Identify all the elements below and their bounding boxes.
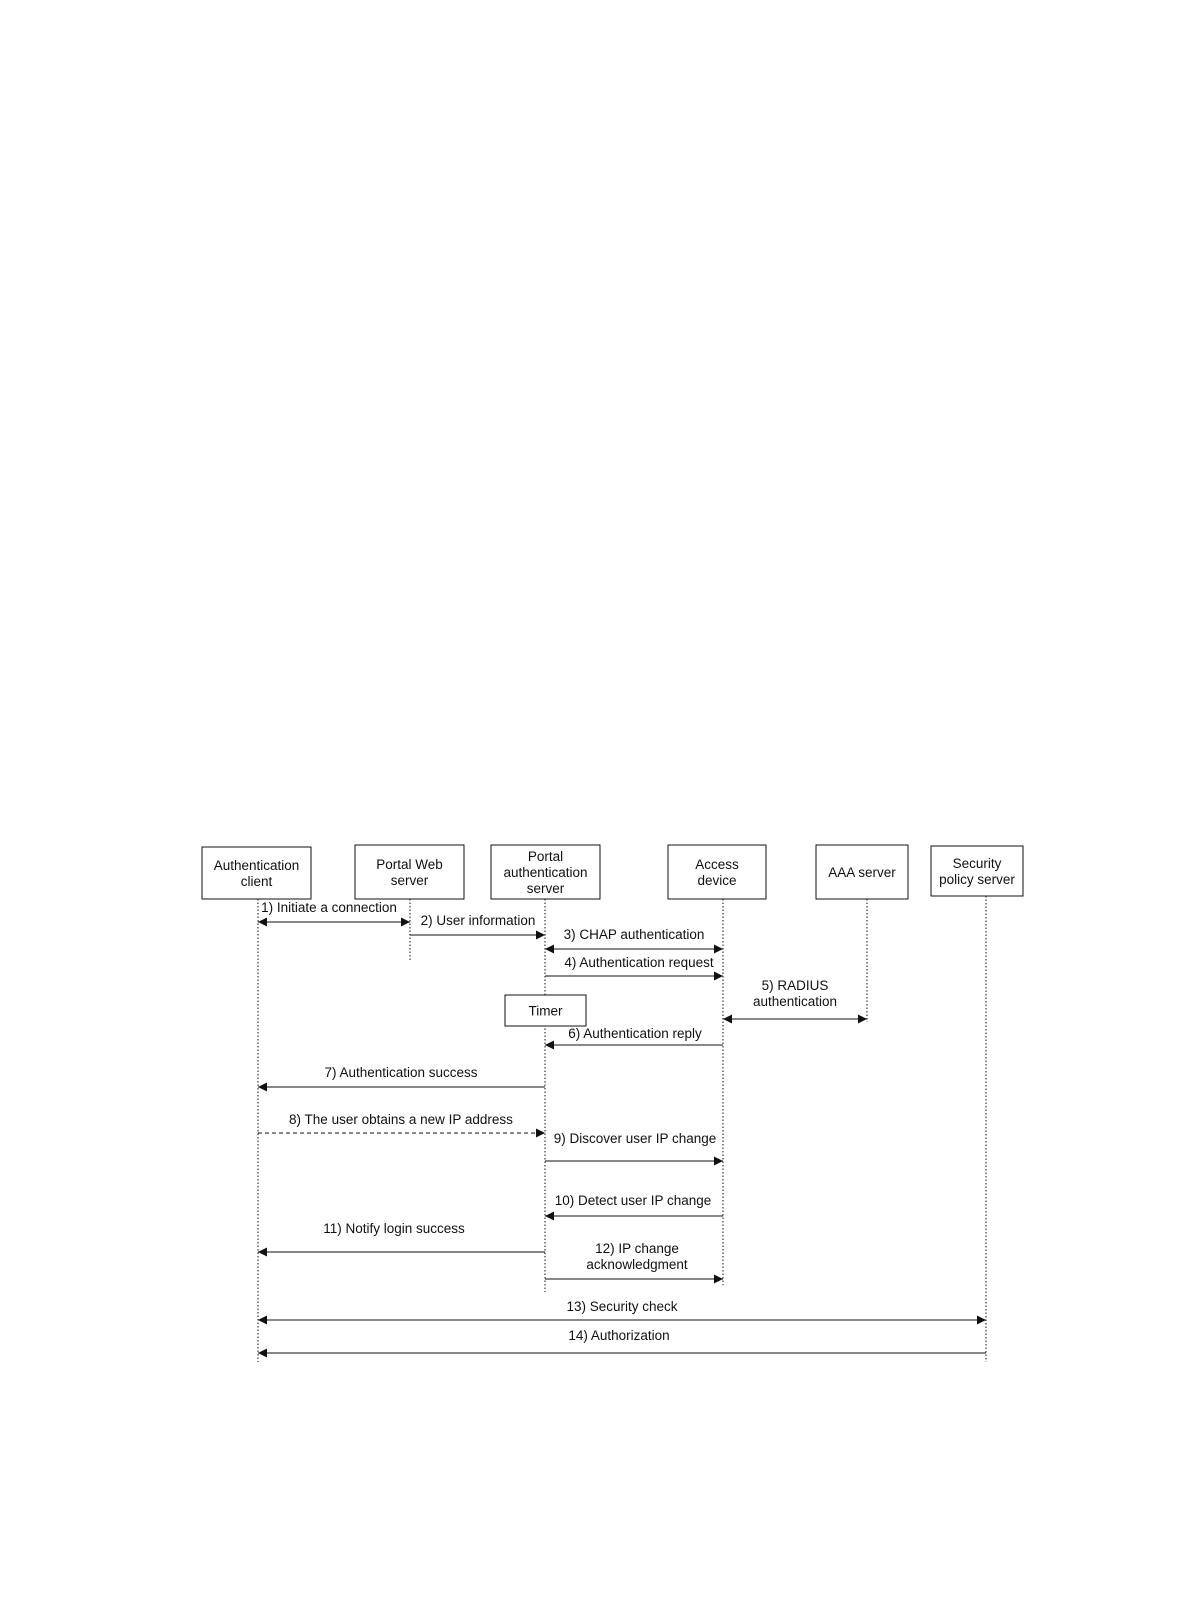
participant-label: server <box>391 873 429 888</box>
participant-label: policy server <box>939 872 1015 887</box>
message-label: 2) User information <box>421 913 536 928</box>
message-label: 10) Detect user IP change <box>555 1193 712 1208</box>
message-label: 14) Authorization <box>568 1328 669 1343</box>
participant-box <box>354 844 465 900</box>
message-label: 1) Initiate a connection <box>261 900 397 915</box>
message-10: 10) Detect user IP change <box>545 1193 723 1221</box>
participant-label: device <box>697 873 736 888</box>
message-1: 1) Initiate a connection <box>258 900 410 927</box>
participant-label: authentication <box>503 865 587 880</box>
message-9: 9) Discover user IP change <box>545 1131 723 1166</box>
participant-label: AAA server <box>828 865 896 880</box>
message-label: 6) Authentication reply <box>568 1026 702 1041</box>
participant-box <box>490 844 601 900</box>
timer-rect <box>504 994 587 1027</box>
timer-box: Timer <box>504 994 587 1027</box>
message-8: 8) The user obtains a new IP address <box>258 1112 545 1138</box>
participant-label: Portal <box>528 849 563 864</box>
participant-label: Authentication <box>214 858 300 873</box>
message-3: 3) CHAP authentication <box>545 927 723 954</box>
timer: Timer <box>504 994 587 1027</box>
messages: 1) Initiate a connection 2) User informat… <box>258 900 986 1358</box>
message-label: 13) Security check <box>566 1299 677 1314</box>
participant-box <box>815 844 909 900</box>
message-label: 11) Notify login success <box>323 1221 465 1236</box>
message-label: acknowledgment <box>586 1257 688 1272</box>
message-4: 4) Authentication request <box>545 955 723 981</box>
message-label: 12) IP change <box>595 1241 679 1256</box>
message-label: authentication <box>753 994 837 1009</box>
message-label: 8) The user obtains a new IP address <box>289 1112 513 1127</box>
participant-box <box>930 845 1024 897</box>
message-label: 4) Authentication request <box>564 955 714 970</box>
timer-label: Timer <box>529 1004 563 1019</box>
participant-box <box>667 844 767 900</box>
participant-label: Access <box>695 857 739 872</box>
message-14: 14) Authorization <box>258 1328 986 1358</box>
participant-box <box>201 846 312 900</box>
message-label: 7) Authentication success <box>324 1065 477 1080</box>
message-label: 9) Discover user IP change <box>554 1131 717 1146</box>
message-7: 7) Authentication success <box>258 1065 545 1092</box>
message-6: 6) Authentication reply <box>545 1026 723 1050</box>
message-label: 5) RADIUS <box>762 978 829 993</box>
message-11: 11) Notify login success <box>258 1221 545 1257</box>
message-label: 3) CHAP authentication <box>564 927 705 942</box>
participant-label: Portal Web <box>376 857 443 872</box>
participant-label: server <box>527 881 565 896</box>
participant-aaa: AAA server <box>815 844 909 900</box>
lifelines <box>257 896 987 1362</box>
participant-label: Security <box>953 856 1002 871</box>
message-2: 2) User information <box>410 913 545 940</box>
message-13: 13) Security check <box>258 1299 986 1325</box>
participant-label: client <box>241 874 273 889</box>
